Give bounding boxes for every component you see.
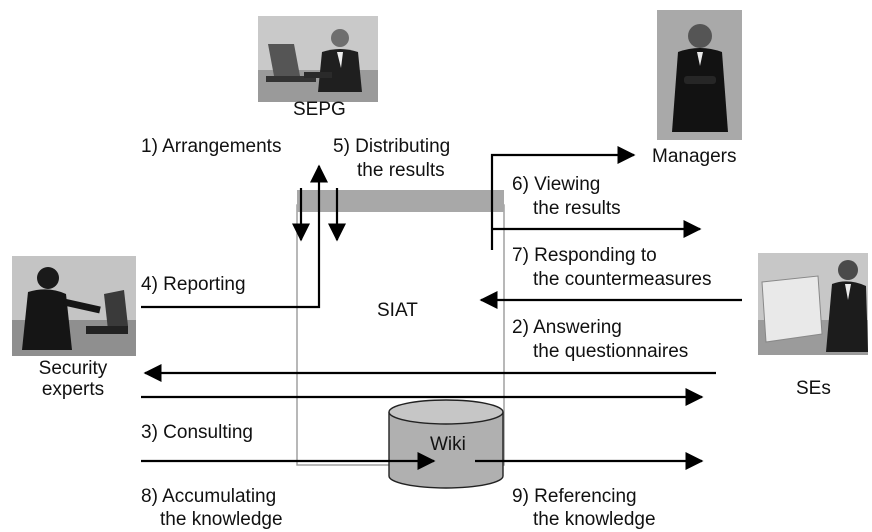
step-7-label-line2: the countermeasures: [533, 269, 712, 290]
step-2-label-line2: the questionnaires: [533, 341, 689, 362]
siat-header-bar: [297, 190, 504, 212]
step-7-label-line1: 7) Responding to: [512, 245, 657, 266]
step-5-label-line2: the results: [357, 160, 445, 181]
step-3-label: 3) Consulting: [141, 422, 253, 443]
security-experts-label-line2: experts: [41, 379, 105, 400]
ses-photo-icon: [758, 253, 868, 355]
step-1-label: 1) Arrangements: [141, 136, 282, 157]
sepg-label: SEPG: [293, 99, 346, 120]
security-experts-photo-icon: [12, 256, 136, 356]
step-6-label-line1: 6) Viewing: [512, 174, 601, 195]
arrow-reporting: [141, 164, 328, 309]
step-2-label-line1: 2) Answering: [512, 317, 622, 338]
step-9-label-line1: 9) Referencing: [512, 486, 637, 507]
managers-label: Managers: [652, 146, 737, 167]
step-9-label-line2: the knowledge: [533, 509, 656, 530]
siat-label: SIAT: [377, 300, 418, 321]
managers-photo-icon: [657, 10, 742, 140]
security-experts-label-line1: Security: [38, 358, 108, 379]
ses-label: SEs: [796, 378, 831, 399]
sepg-photo-icon: [258, 16, 378, 102]
step-4-label: 4) Reporting: [141, 274, 246, 295]
step-8-label-line1: 8) Accumulating: [141, 486, 277, 507]
step-8-label-line2: the knowledge: [160, 509, 283, 530]
arrow-viewing: [490, 146, 636, 250]
step-5-label-line1: 5) Distributing: [333, 136, 451, 157]
wiki-label: Wiki: [430, 434, 466, 455]
step-6-label-line2: the results: [533, 198, 621, 219]
